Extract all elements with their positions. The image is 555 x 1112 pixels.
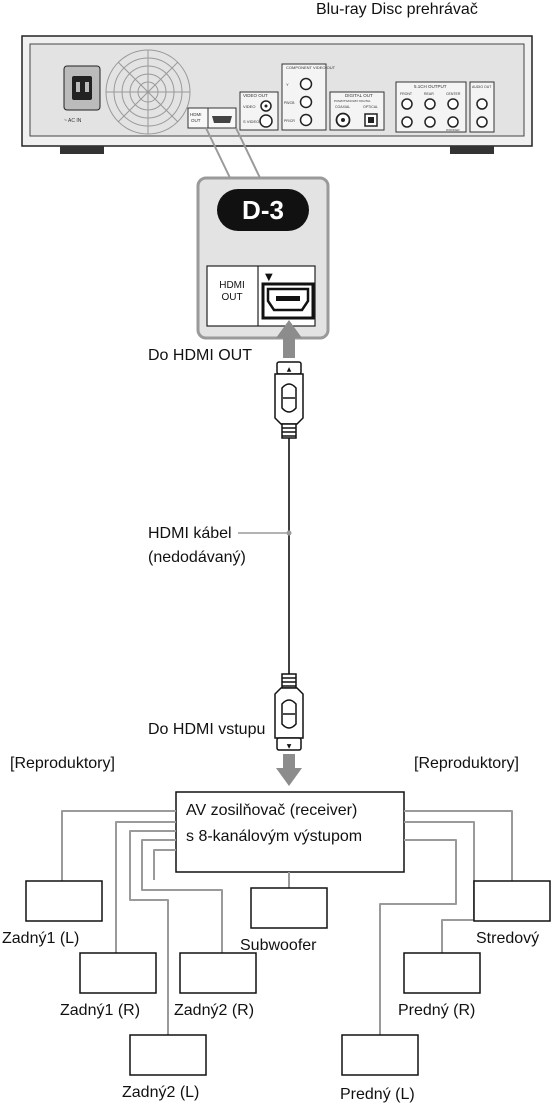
speaker-rear1-r-label: Zadný1 (R) (60, 1002, 141, 1019)
hdmi-plug-upper-mark: ▲ (287, 366, 292, 373)
video-label: VIDEO (243, 104, 255, 109)
cable-label-dot (286, 530, 292, 536)
s-video-label: S VIDEO (243, 119, 259, 124)
ch-rear-label: REAR (424, 92, 434, 96)
digital-out-sub-label: PCM/DTS/DOLBY DIGITAL (334, 99, 371, 103)
callout-hdmi-label-2: OUT (221, 292, 242, 303)
speaker-rear2-l-label: Zadný2 (L) (122, 1084, 200, 1101)
receiver-line1: AV zosilňovač (receiver) (186, 802, 358, 819)
component-pb-jack (299, 95, 313, 109)
video-out-label: VIDEO OUT (243, 93, 268, 98)
hdmi-out-small-port (212, 116, 232, 123)
cable-label-line1: HDMI kábel (148, 525, 232, 542)
coaxial-label: COAXIAL (335, 105, 350, 109)
hdmi-plug-lower-mark: ▼ (287, 743, 292, 750)
callout-hdmi-port-pins (276, 296, 300, 301)
component-pr-label: PR/CR (284, 119, 295, 123)
optical-label: OPTICAL (363, 105, 378, 109)
optical-jack-inner (368, 117, 374, 123)
speakers-left-label: [Reproduktory] (10, 755, 115, 772)
speaker-center-box (473, 880, 551, 922)
speaker-center-label: Stredový (476, 930, 540, 947)
speaker-rear2-r-box (179, 952, 257, 994)
ch-output-jacks (401, 98, 459, 128)
speaker-front-l-box (341, 1034, 419, 1076)
arrow-down-to-receiver (276, 754, 302, 786)
speaker-front-r-box (403, 952, 481, 994)
player-foot-right (450, 146, 494, 154)
player-foot-left (60, 146, 104, 154)
video-jack-pin (264, 104, 268, 108)
audio-out-r-jack (476, 116, 488, 128)
speaker-rear2-r-label: Zadný2 (R) (174, 1002, 255, 1019)
speaker-subwoofer-box (250, 887, 328, 929)
hdmi-plug-upper (274, 361, 304, 439)
ch-front-label: FRONT (400, 92, 413, 96)
hdmi-out-small-label-2: OUT (191, 118, 201, 123)
fan-grille (105, 49, 191, 135)
audio-out-label: AUDIO OUT (472, 85, 492, 89)
speaker-rear2-l-box (129, 1034, 207, 1076)
callout-leader (205, 127, 263, 183)
speaker-rear1-r-box (79, 952, 157, 994)
ac-in-pin-left (76, 82, 80, 92)
speaker-subwoofer-label: Subwoofer (240, 937, 317, 954)
callout-hdmi-label-1: HDMI (219, 280, 245, 291)
coaxial-jack-pin (341, 118, 345, 122)
hdmi-callout: D-3 HDMI OUT ▼ (196, 176, 330, 340)
to-hdmi-out-label: Do HDMI OUT (148, 347, 252, 364)
speaker-rear1-l-box (25, 880, 103, 922)
callout-badge-text: D-3 (242, 195, 284, 225)
player-rear-panel: ~ AC IN HDMI OUT VIDEO OUT VIDEO S VIDEO (21, 35, 533, 154)
component-y-label: Y (286, 82, 289, 87)
receiver-line2: s 8-kanálovým výstupom (186, 828, 363, 845)
s-video-jack (259, 114, 273, 128)
arrow-up-to-hdmi-out (276, 320, 302, 358)
speakers-right-label: [Reproduktory] (414, 755, 519, 772)
ac-in-pin-right (85, 82, 89, 92)
speaker-wires (61, 810, 513, 1035)
speaker-rear1-l-label: Zadný1 (L) (2, 930, 80, 947)
digital-out-label: DIGITAL OUT (345, 93, 373, 98)
hdmi-out-small-label-1: HDMI (190, 112, 202, 117)
ch-woofer-label: WOOFER (446, 128, 460, 132)
component-pb-label: PB/CB (284, 101, 295, 105)
ch-output-label: 5.1CH OUTPUT (414, 84, 447, 89)
audio-out-l-jack (476, 98, 488, 110)
ac-in-label: ~ AC IN (64, 118, 82, 124)
component-pr-jack (299, 113, 313, 127)
component-y-jack (299, 77, 313, 91)
callout-arrow-mark: ▼ (265, 272, 273, 283)
callout-badge (217, 189, 309, 231)
cable-label-line2: (nedodávaný) (148, 549, 246, 566)
ch-center-label: CENTER (446, 92, 461, 96)
hdmi-plug-lower (274, 673, 304, 751)
speaker-front-l-label: Predný (L) (340, 1086, 415, 1103)
speaker-front-r-label: Predný (R) (398, 1002, 476, 1019)
to-hdmi-in-label: Do HDMI vstupu (148, 721, 266, 738)
speaker-boxes (25, 880, 551, 1076)
component-video-out-label: COMPONENT VIDEO OUT (286, 65, 336, 70)
receiver-box (175, 791, 405, 873)
device-label: Blu-ray Disc prehrávač (316, 1, 478, 18)
